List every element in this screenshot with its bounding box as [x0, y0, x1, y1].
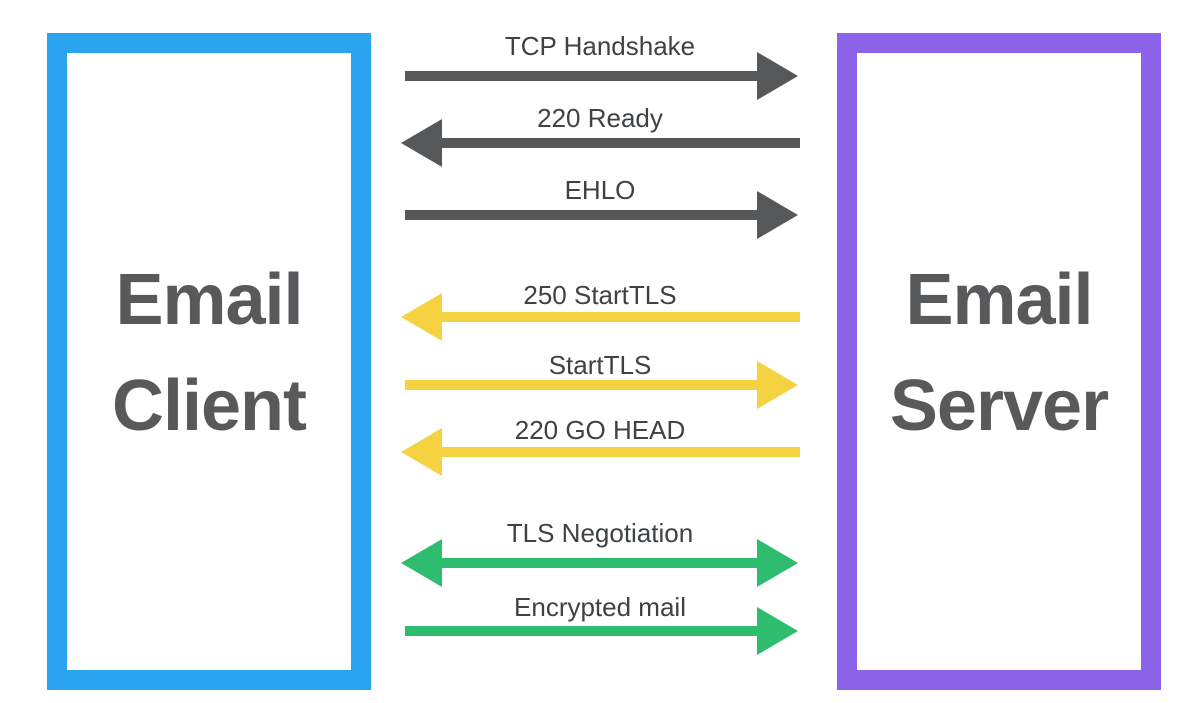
arrowhead-right	[757, 539, 798, 587]
arrow-shaft	[442, 138, 800, 148]
arrowhead-left	[401, 119, 442, 167]
arrow-right-icon	[400, 191, 800, 239]
arrowhead-right	[757, 191, 798, 239]
arrowhead-right	[757, 52, 798, 100]
arrow-shaft	[405, 71, 764, 81]
arrowhead-left	[401, 539, 442, 587]
arrow-right-icon	[400, 52, 800, 100]
arrow-right-icon	[400, 361, 800, 409]
email-server-box: Email Server	[837, 33, 1161, 690]
email-client-label-line2: Client	[111, 365, 307, 446]
message-label: 220 Ready	[537, 103, 663, 133]
arrow-left-icon	[400, 428, 800, 476]
email-client-box: Email Client	[47, 33, 371, 690]
message-label: TLS Negotiation	[506, 518, 694, 548]
arrowhead-left	[401, 293, 442, 341]
message-label: TCP Handshake	[504, 31, 696, 61]
email-client-label-line1: Email	[115, 259, 303, 340]
arrow-shaft	[442, 558, 763, 568]
arrowhead-right	[757, 607, 798, 655]
arrow-shaft	[442, 447, 800, 457]
email-server-label-line2: Server	[889, 365, 1109, 446]
arrow-shaft	[442, 312, 800, 322]
arrow-shaft	[405, 380, 764, 390]
arrowhead-left	[401, 428, 442, 476]
arrow-shaft	[405, 626, 764, 636]
message-label: 250 StartTLS	[523, 280, 677, 310]
message-label: StartTLS	[548, 350, 652, 380]
arrow-both-icon	[400, 539, 800, 587]
arrowhead-right	[757, 361, 798, 409]
arrow-left-icon	[400, 119, 800, 167]
message-label: EHLO	[564, 175, 636, 205]
arrow-shaft	[405, 210, 764, 220]
email-server-label-line1: Email	[905, 259, 1093, 340]
arrow-left-icon	[400, 293, 800, 341]
message-label: 220 GO HEAD	[514, 415, 686, 445]
message-label: Encrypted mail	[514, 592, 686, 622]
arrow-right-icon	[400, 607, 800, 655]
